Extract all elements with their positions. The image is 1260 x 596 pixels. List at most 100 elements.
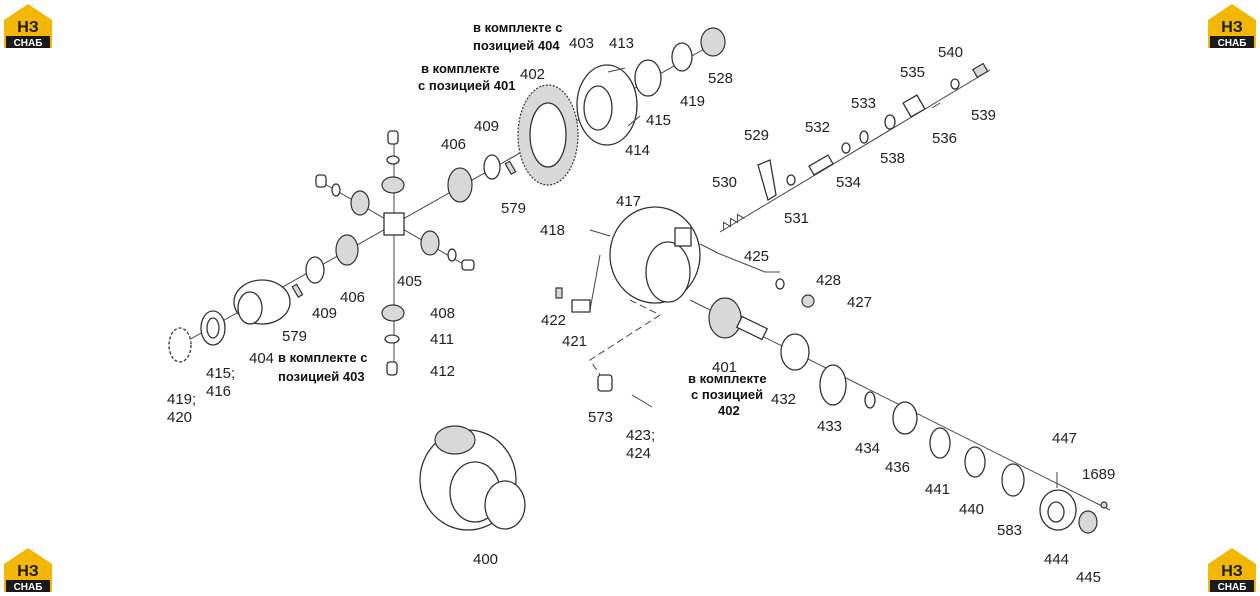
label-402: 402 — [520, 66, 545, 83]
label-422: 422 — [541, 312, 566, 329]
shim-433 — [819, 364, 847, 406]
label-400: 400 — [473, 551, 498, 568]
dash-link-housing-bolt — [629, 299, 661, 316]
logo-word: СНАБ — [1218, 38, 1247, 49]
label-538: 538 — [880, 150, 905, 167]
bearing-436 — [892, 401, 918, 435]
note-kit-404-line2: позицией 404 — [473, 38, 560, 53]
label-424: 424 — [626, 445, 651, 462]
assembly-400-flange — [484, 480, 526, 530]
parts — [168, 27, 1108, 534]
pinion-gear-right — [420, 230, 440, 256]
diff-case-hub — [237, 291, 263, 325]
bolt-423-424 — [631, 394, 653, 408]
screw-422 — [555, 287, 563, 299]
label-539: 539 — [971, 107, 996, 124]
pinion-gear-408 — [381, 304, 405, 322]
label-529: 529 — [744, 127, 769, 144]
sleeve-535 — [902, 94, 926, 118]
label-401: 401 — [712, 359, 737, 376]
label-413: 413 — [609, 35, 634, 52]
washer-531 — [786, 174, 796, 186]
nut-445 — [1078, 510, 1098, 534]
washer-right — [447, 248, 457, 262]
shaft-532 — [808, 154, 834, 176]
ring-534 — [841, 142, 851, 154]
logo-word: СНАБ — [14, 38, 43, 49]
pin-536 — [931, 102, 941, 109]
pinion-gear-top — [381, 176, 405, 194]
label-1689: 1689 — [1082, 466, 1115, 483]
label-532: 532 — [805, 119, 830, 136]
label-427: 427 — [847, 294, 872, 311]
label-417: 417 — [616, 193, 641, 210]
label-414: 414 — [625, 142, 650, 159]
label-416: 416 — [206, 383, 231, 400]
note-kit-402-line2: с позицией — [691, 387, 763, 402]
shim-441 — [929, 427, 951, 459]
bolt-413 — [607, 67, 626, 73]
label-432: 432 — [771, 391, 796, 408]
shim-440 — [964, 446, 986, 478]
washer-409-left — [305, 256, 325, 284]
label-444: 444 — [1044, 551, 1069, 568]
spider-cross-405 — [383, 212, 405, 236]
logo-band — [6, 580, 50, 592]
label-433: 433 — [817, 418, 842, 435]
flange-hub — [1047, 501, 1065, 523]
label-412: 412 — [430, 363, 455, 380]
nut-427 — [801, 294, 815, 308]
washer-top — [386, 155, 400, 165]
label-447: 447 — [1052, 430, 1077, 447]
label-403: 403 — [569, 35, 594, 52]
bolt-418 — [589, 229, 611, 237]
label-423: 423; — [626, 427, 655, 444]
label-528: 528 — [708, 70, 733, 87]
pinion-shaft — [735, 315, 769, 341]
sensor-539 — [971, 62, 989, 79]
label-540: 540 — [938, 44, 963, 61]
logo-band — [1210, 36, 1254, 48]
label-419-right: 419 — [680, 93, 705, 110]
label-530: 530 — [712, 174, 737, 191]
bearing-inner — [206, 317, 220, 339]
label-428: 428 — [816, 272, 841, 289]
brand-logo-top-right: НЗ СНАБ — [1208, 4, 1256, 49]
label-573: 573 — [588, 409, 613, 426]
bushing-412 — [386, 361, 398, 376]
label-409-left: 409 — [312, 305, 337, 322]
logo-mark: НЗ — [17, 563, 39, 580]
fork-529 — [757, 159, 777, 202]
logo-mark: НЗ — [17, 19, 39, 36]
lock-plate-421 — [571, 299, 591, 313]
bearing-432 — [780, 333, 810, 371]
label-418: 418 — [540, 222, 565, 239]
label-405: 405 — [397, 273, 422, 290]
label-535: 535 — [900, 64, 925, 81]
leader-428 — [714, 251, 780, 273]
side-gear-406-left — [335, 234, 359, 266]
note-kit-401-line2: с позицией 401 — [418, 78, 515, 93]
logo-word: СНАБ — [14, 582, 43, 593]
ring-538 — [884, 114, 896, 130]
housing-flange — [674, 227, 692, 247]
part-labels: 400 401 402 403 404 405 406 406 408 409 … — [167, 35, 1115, 586]
label-421: 421 — [562, 333, 587, 350]
logo-word: СНАБ — [1218, 582, 1247, 593]
gear-sleeve-528 — [700, 27, 726, 57]
bearing-415 — [634, 59, 662, 97]
label-409-right: 409 — [474, 118, 499, 135]
ring-533 — [859, 130, 869, 144]
ring-434 — [864, 391, 876, 409]
bolt-425 — [699, 243, 717, 253]
label-415: 415 — [646, 112, 671, 129]
ring-419 — [671, 42, 693, 72]
housing-417-bore — [645, 241, 691, 303]
label-445: 445 — [1076, 569, 1101, 586]
note-kit-404-line1: в комплекте с — [473, 20, 562, 35]
diff-case-403-hub — [583, 85, 613, 131]
pinion-401 — [708, 297, 742, 339]
pin-579-right — [504, 160, 517, 176]
logo-band — [1210, 580, 1254, 592]
